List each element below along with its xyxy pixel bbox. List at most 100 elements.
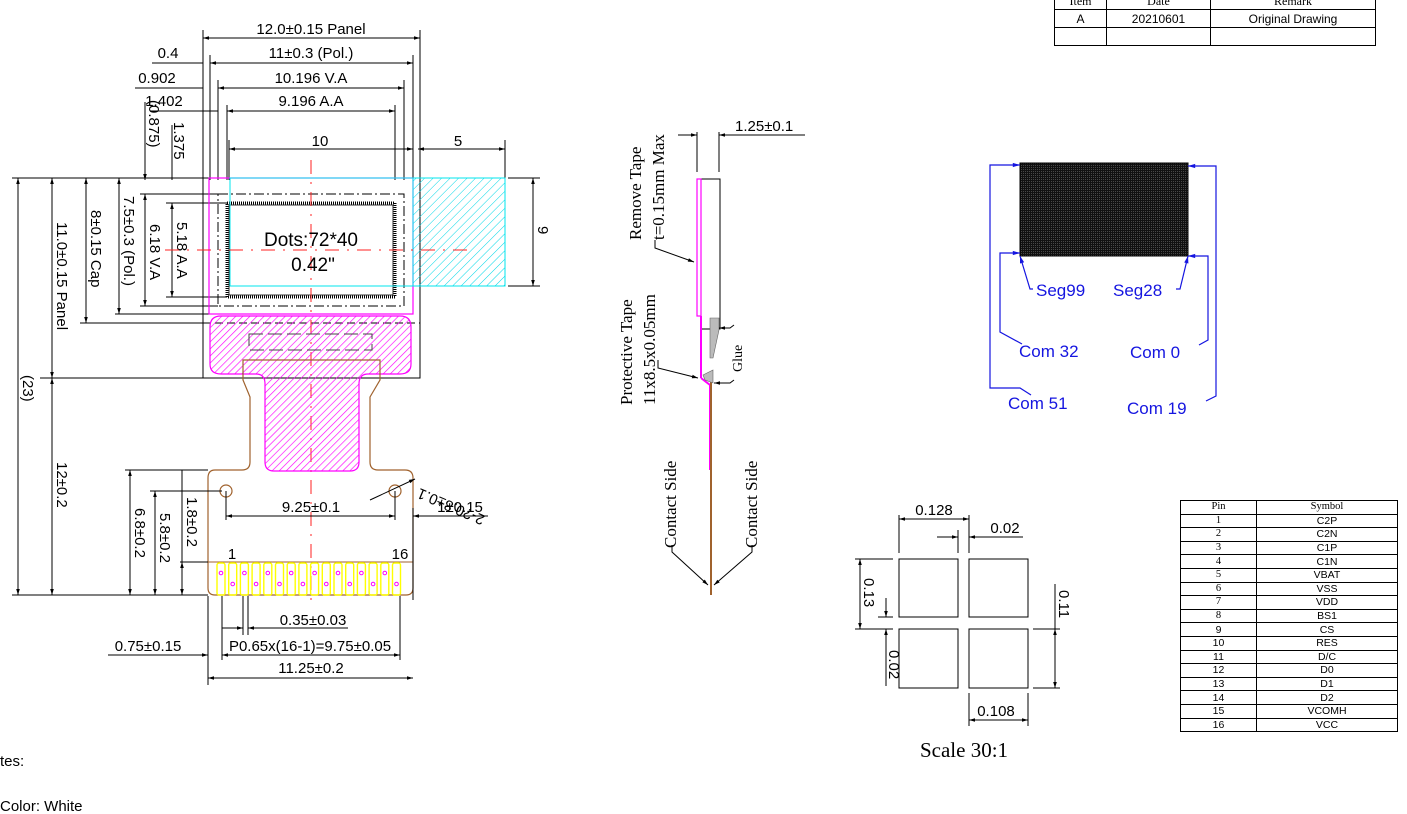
dim-offset-04: 0.4 bbox=[158, 45, 179, 62]
com32-label: Com 32 bbox=[1019, 342, 1079, 361]
front-view: 12.0±0.15 Panel 11±0.3 (Pol.) 10.196 V.A… bbox=[12, 21, 551, 685]
dim-aa-width: 9.196 A.A bbox=[278, 93, 343, 110]
dim-pin-pitch: P0.65x(16-1)=9.75±0.05 bbox=[229, 638, 391, 655]
via-icon bbox=[230, 581, 235, 587]
com0-label: Com 0 bbox=[1130, 343, 1180, 362]
glue-label: Glue bbox=[731, 345, 746, 372]
pin-number: 11 bbox=[1180, 649, 1257, 665]
dim-thickness: 1.25±0.1 bbox=[735, 118, 793, 135]
dim-touch-10: 10 bbox=[312, 133, 329, 150]
pin-number: 2 bbox=[1180, 527, 1257, 542]
revision-row: A 20210601 Original Drawing bbox=[1054, 9, 1376, 28]
contact-pad bbox=[227, 562, 238, 596]
contact-pad bbox=[251, 562, 261, 596]
via-icon bbox=[265, 570, 271, 576]
revision-remark: Original Drawing bbox=[1210, 9, 1376, 28]
via-icon bbox=[347, 581, 353, 587]
pixel-matrix bbox=[1019, 162, 1189, 257]
symbol-header: Symbol bbox=[1256, 500, 1398, 515]
dim-offset-0902: 0.902 bbox=[138, 70, 176, 87]
subpixel bbox=[898, 628, 959, 689]
via-icon bbox=[277, 581, 282, 587]
pin-symbol: C1N bbox=[1256, 554, 1398, 569]
revision-date bbox=[1106, 27, 1211, 46]
glue-upper bbox=[709, 317, 720, 359]
dim-fpc-length: 12±0.2 bbox=[53, 462, 70, 508]
protective-tape-size: 11x8.5x0.05mm bbox=[640, 294, 659, 405]
remove-tape-label: Remove Tape bbox=[626, 147, 645, 240]
contact-pad bbox=[274, 562, 285, 596]
via-icon bbox=[300, 581, 306, 587]
pin-symbol: VSS bbox=[1256, 581, 1398, 597]
com19-label: Com 19 bbox=[1127, 399, 1187, 418]
contact-pad bbox=[286, 562, 296, 596]
pin-symbol: VBAT bbox=[1256, 567, 1398, 583]
dim-offset-1375: 1.375 bbox=[170, 122, 187, 160]
contact-pad bbox=[345, 562, 355, 596]
via-icon bbox=[324, 581, 329, 587]
via-icon bbox=[253, 581, 259, 587]
via-icon bbox=[335, 570, 341, 576]
dim-cap-height: 8±0.15 Cap bbox=[87, 210, 104, 287]
pin-number: 3 bbox=[1180, 540, 1257, 556]
pin-symbol: VDD bbox=[1256, 595, 1398, 610]
pin-number: 1 bbox=[1180, 513, 1257, 529]
via-icon bbox=[394, 581, 399, 587]
pin-number: 6 bbox=[1180, 581, 1257, 597]
dim-pitch-x: 0.128 bbox=[915, 502, 953, 519]
contact-pad bbox=[298, 562, 308, 596]
notes-heading: tes: bbox=[0, 753, 24, 770]
seg28-label: Seg28 bbox=[1113, 281, 1162, 300]
size-label: 0.42" bbox=[291, 255, 335, 276]
pin-number: 5 bbox=[1180, 567, 1257, 583]
dim-pitch-y: 0.13 bbox=[860, 578, 877, 607]
revision-item: A bbox=[1054, 9, 1107, 28]
revision-row bbox=[1054, 27, 1376, 46]
fpc-stiffener-hatched bbox=[209, 315, 412, 472]
via-icon bbox=[312, 570, 317, 576]
scale-label: Scale 30:1 bbox=[920, 738, 1008, 762]
dim-subpixel-height: 0.11 bbox=[1055, 590, 1072, 618]
contact-pad bbox=[216, 562, 226, 596]
contact-pad bbox=[380, 562, 390, 596]
remove-tape-thickness: t=0.15mm Max bbox=[649, 134, 668, 240]
via-icon bbox=[382, 570, 388, 576]
pin-number: 15 bbox=[1180, 703, 1257, 719]
tape-tab-hatched bbox=[412, 177, 506, 287]
via-icon bbox=[218, 570, 224, 576]
pixel-detail: 0.128 0.02 0.13 0.02 0.11 0.108 Scale 30… bbox=[855, 502, 1072, 762]
pin-symbol: RES bbox=[1256, 635, 1398, 651]
pin-number: 14 bbox=[1180, 690, 1257, 705]
fpc-outline bbox=[207, 359, 414, 596]
notes-color: Color: White bbox=[0, 798, 83, 814]
pin-symbol: D1 bbox=[1256, 676, 1398, 692]
dim-va-width: 10.196 V.A bbox=[275, 70, 348, 87]
pin-number: 10 bbox=[1180, 635, 1257, 651]
dim-h58: 5.8±0.2 bbox=[156, 513, 173, 563]
contact-side-right: Contact Side bbox=[742, 461, 761, 548]
dim-edge-offset: 1±0.15 bbox=[437, 499, 483, 516]
subpixel bbox=[898, 558, 959, 618]
subpixel bbox=[968, 558, 1029, 618]
dim-pol-height: 7.5±0.3 (Pol.) bbox=[120, 196, 137, 286]
dim-offset-0875: (0.875) bbox=[145, 100, 162, 148]
pin-header: Pin bbox=[1180, 500, 1257, 515]
dim-h18: 1.8±0.2 bbox=[183, 497, 200, 547]
dim-gap-y: 0.02 bbox=[885, 650, 902, 679]
contact-pad bbox=[356, 562, 367, 596]
dim-subpixel-width: 0.108 bbox=[977, 703, 1015, 720]
revision-header-date: Date bbox=[1106, 0, 1211, 10]
dim-left-offset: 0.75±0.15 bbox=[115, 638, 182, 655]
dim-aa-height: 5.18 A.A bbox=[173, 222, 190, 279]
